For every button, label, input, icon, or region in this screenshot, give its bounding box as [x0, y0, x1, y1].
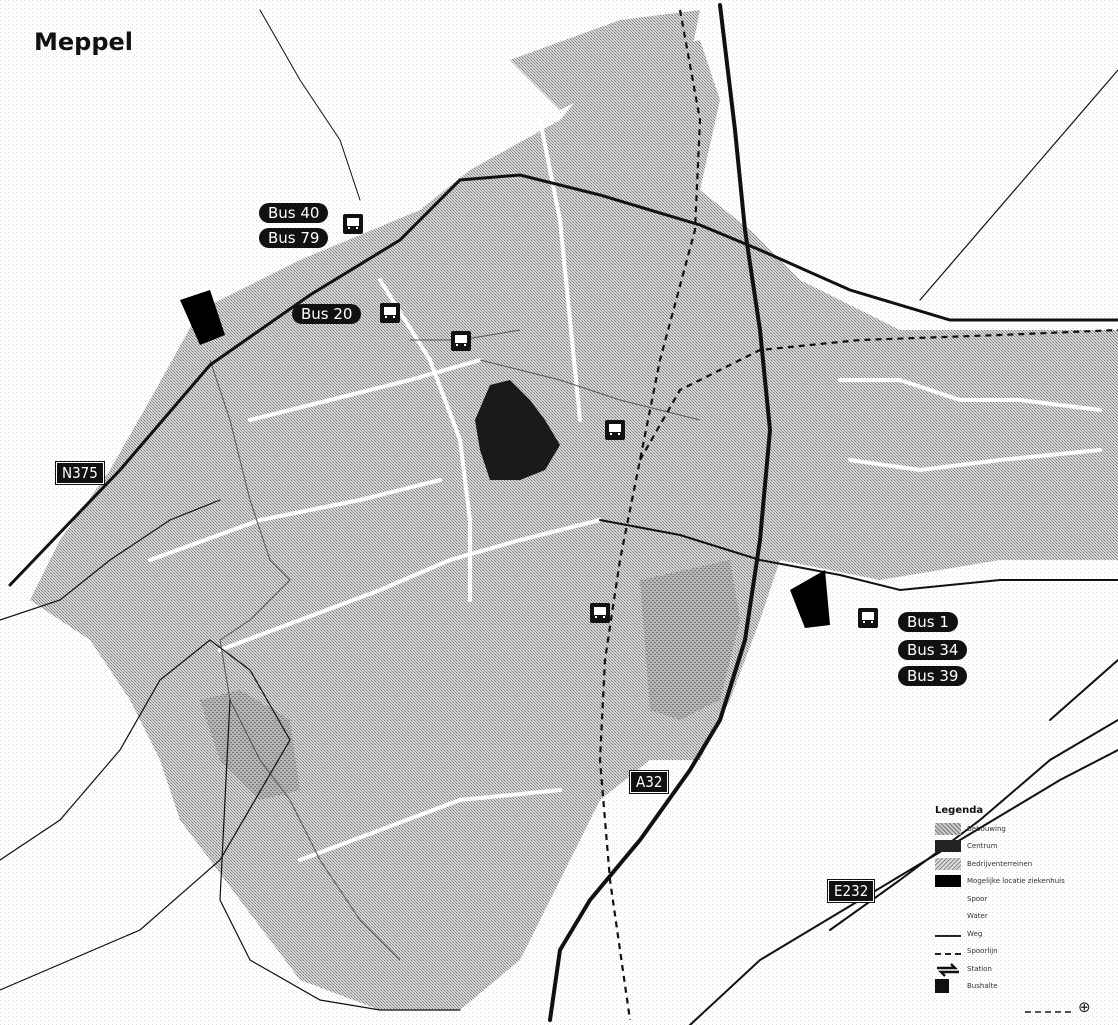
city-centre [475, 380, 560, 480]
road-label-a32: A32 [628, 770, 670, 794]
legend-label: Centrum [967, 842, 998, 851]
legend-symbol-hatch2 [935, 857, 961, 870]
legend-row-centre: Centrum [935, 838, 1110, 856]
road-label-e232: E232 [826, 879, 876, 903]
hospital-locations [180, 290, 830, 628]
bus-stop-icon[interactable] [605, 420, 625, 440]
legend-label: Spoorlijn [967, 947, 998, 956]
bus-label-1: Bus 1 [898, 612, 958, 632]
legend-symbol-line [935, 935, 961, 938]
legend-row-water: Water [935, 908, 1110, 926]
legend-symbol-black [935, 875, 961, 888]
legend-label: Station [967, 964, 992, 973]
legend-label: Weg [967, 929, 983, 938]
north-arrow-icon: ⊕ [1078, 998, 1091, 1016]
legend-symbol-dash [935, 952, 961, 955]
legend-title: Legenda [935, 805, 984, 816]
road-label-n375: N375 [55, 461, 105, 485]
legend-label: Spoor [967, 894, 988, 903]
legend-label: Bushalte [967, 982, 998, 991]
bus-label-79: Bus 79 [259, 228, 329, 248]
legend-row-road: Weg [935, 925, 1110, 943]
legend-label: Bedrijventerreinen [967, 859, 1033, 868]
bus-stop-icon[interactable] [590, 603, 610, 623]
bus-label-34: Bus 34 [898, 640, 968, 660]
station-icon [935, 962, 961, 977]
legend-label: Bebouwing [967, 824, 1006, 833]
bus-stop-icon[interactable] [451, 331, 471, 351]
bus-stop-icon[interactable] [858, 608, 878, 628]
legend-row-station: Station [935, 960, 1110, 978]
streets [148, 118, 1102, 862]
bus-label-40: Bus 40 [259, 203, 329, 223]
legend-symbol-blank [935, 893, 961, 905]
legend-label: Water [967, 912, 988, 921]
legend-row-railway: Spoorlijn [935, 943, 1110, 961]
bus-stop-icon[interactable] [343, 214, 363, 234]
legend-symbol-blank [935, 910, 961, 922]
bus-label-20: Bus 20 [292, 304, 362, 324]
industrial-areas [200, 560, 740, 800]
map-legend: Legenda Bebouwing Centrum Bedrijventerre… [935, 805, 1110, 1020]
main-roads [0, 3, 1118, 1025]
bus-stop-icon[interactable] [380, 303, 400, 323]
legend-row-bus: Bushalte [935, 978, 1110, 996]
bus-stop-icon [935, 979, 949, 994]
legend-label: Mogelijke locatie ziekenhuis [967, 877, 1065, 886]
legend-row-built: Bebouwing [935, 820, 1110, 838]
bus-label-39: Bus 39 [898, 666, 968, 686]
railways [598, 9, 1118, 1021]
scale-bar [1025, 1011, 1071, 1013]
legend-symbol-dark [935, 840, 961, 853]
map-title: Meppel [34, 28, 134, 56]
legend-row-industry: Bedrijventerreinen [935, 855, 1110, 873]
legend-symbol-hatch [935, 822, 961, 835]
legend-row-rail-area: Spoor [935, 890, 1110, 908]
legend-row-hospital: Mogelijke locatie ziekenhuis [935, 873, 1110, 891]
